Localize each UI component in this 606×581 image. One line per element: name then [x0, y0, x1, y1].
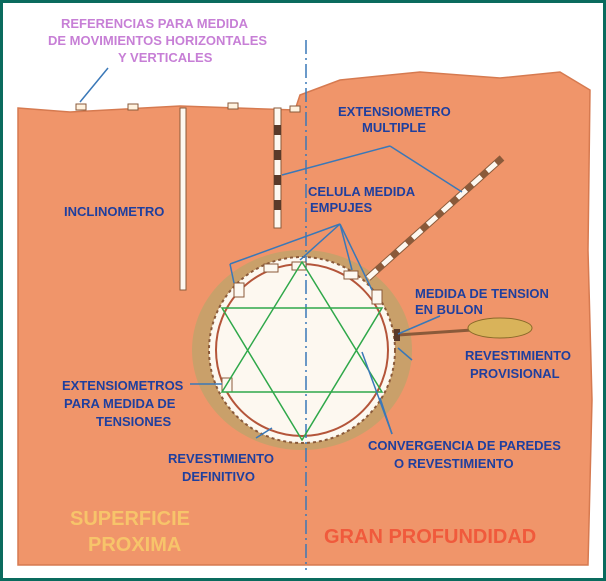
provisional-lining	[208, 256, 396, 444]
references-label-line1: REFERENCIAS PARA MEDIDA	[61, 16, 249, 31]
pressure-cell-label-line2: EMPUJES	[310, 200, 372, 215]
leader-lines	[79, 67, 463, 439]
pressure-cell-label-line1: CELULA MEDIDA	[308, 184, 416, 199]
convergence-label-line1: CONVERGENCIA DE PAREDES	[368, 438, 561, 453]
tunnel-void	[209, 257, 395, 443]
great-depth-title: GRAN PROFUNDIDAD	[324, 526, 536, 548]
rock-bolt	[394, 317, 533, 341]
surface-reference-markers	[75, 102, 301, 113]
near-surface-title-line2: PROXIMA	[88, 534, 181, 556]
convergence-lines	[220, 260, 384, 442]
references-label-line3: Y VERTICALES	[118, 50, 213, 65]
convergence-label-line2: O REVESTIMIENTO	[394, 456, 514, 471]
inclinometer-label: INCLINOMETRO	[64, 204, 164, 219]
multiple-extensometer-label-line2: MULTIPLE	[362, 120, 426, 135]
stress-extensometers-label-line2: PARA MEDIDA DE	[64, 396, 176, 411]
stress-extensometers-label-line3: TENSIONES	[96, 414, 171, 429]
multiple-extensometer-inclined	[365, 155, 505, 281]
stress-extensometers-label-line1: EXTENSIOMETROS	[62, 378, 184, 393]
inclinometer-tube	[179, 107, 187, 291]
multiple-extensometer-vertical	[273, 107, 282, 229]
definitive-lining-label-line1: REVESTIMIENTO	[168, 451, 274, 466]
definitive-lining-label-line2: DEFINITIVO	[182, 469, 255, 484]
bolt-tension-label-line2: EN BULON	[415, 302, 483, 317]
multiple-extensometer-label-line1: EXTENSIOMETRO	[338, 104, 451, 119]
references-label-line2: DE MOVIMIENTOS HORIZONTALES	[48, 33, 267, 48]
provisional-lining-label-line1: REVESTIMIENTO	[465, 348, 571, 363]
bolt-tension-label-line1: MEDIDA DE TENSION	[415, 286, 549, 301]
near-surface-title-line1: SUPERFICIE	[70, 508, 190, 530]
provisional-lining-label-line2: PROVISIONAL	[470, 366, 560, 381]
